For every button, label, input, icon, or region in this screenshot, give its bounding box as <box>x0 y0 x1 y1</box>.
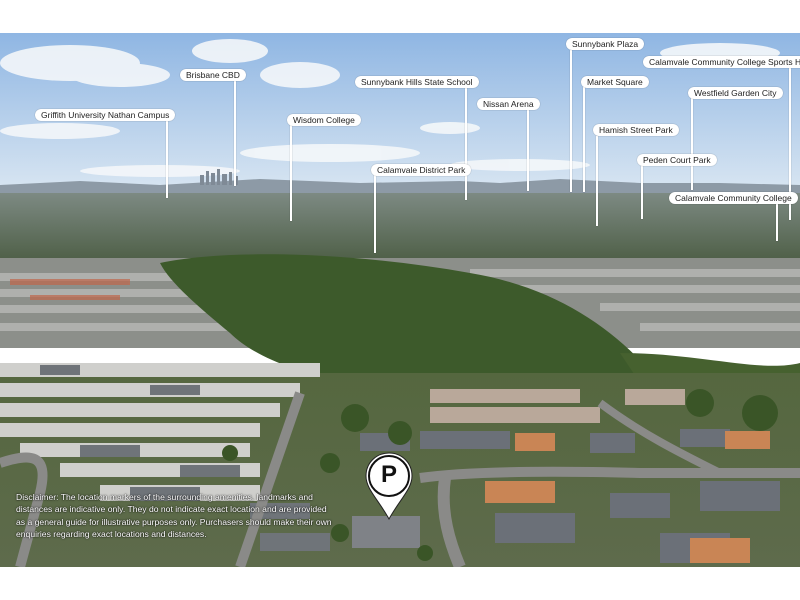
marker-label-calamvale-college: Calamvale Community College <box>669 192 798 204</box>
marker-stem-sunnybank-hills <box>465 87 467 200</box>
marker-label-hamish-street-park: Hamish Street Park <box>593 124 679 136</box>
marker-stem-nissan-arena <box>527 109 529 191</box>
marker-stem-calamvale-district-park <box>374 175 376 253</box>
road-court <box>437 477 466 567</box>
marker-stem-brisbane-cbd <box>234 80 236 186</box>
road-left <box>235 391 305 567</box>
marker-stem-market-square <box>583 87 585 192</box>
mid-suburb-roofs <box>0 269 800 331</box>
marker-label-griffith: Griffith University Nathan Campus <box>35 109 176 121</box>
terracotta-roofs <box>10 279 130 300</box>
city-skyline <box>200 169 238 185</box>
marker-stem-sunnybank-plaza <box>570 50 572 192</box>
marker-stem-calamvale-college <box>776 203 778 241</box>
marker-stem-westfield <box>691 98 693 190</box>
parking-location-pin-icon: P <box>364 451 414 521</box>
marker-stem-sports-hall <box>789 67 791 220</box>
disclaimer-text: Disclaimer: The location markers of the … <box>16 492 332 540</box>
right-houses <box>430 389 685 423</box>
marker-label-sunnybank-hills: Sunnybank Hills State School <box>355 76 479 88</box>
marker-stem-hamish-street-park <box>596 136 598 226</box>
marker-label-calamvale-district-park: Calamvale District Park <box>371 164 472 176</box>
marker-label-peden-court-park: Peden Court Park <box>637 154 717 166</box>
marker-label-nissan-arena: Nissan Arena <box>477 98 540 110</box>
road-cross <box>419 466 800 483</box>
marker-stem-wisdom-college <box>290 125 292 221</box>
marker-label-market-square: Market Square <box>581 76 649 88</box>
marker-stem-peden-court-park <box>641 165 643 219</box>
marker-label-sports-hall: Calamvale Community College Sports Hall <box>643 56 800 68</box>
far-forest <box>0 193 800 263</box>
orange-roofs <box>485 431 770 563</box>
pin-shape <box>365 452 413 521</box>
road-far-left <box>0 452 48 567</box>
road-right <box>597 399 722 477</box>
street-trees <box>222 389 778 561</box>
subject-house-roof <box>352 516 420 548</box>
marker-label-wisdom-college: Wisdom College <box>287 114 361 126</box>
marker-label-sunnybank-plaza: Sunnybank Plaza <box>566 38 645 50</box>
marker-label-westfield: Westfield Garden City <box>688 87 783 99</box>
marker-label-brisbane-cbd: Brisbane CBD <box>180 69 246 81</box>
pin-letter: P <box>380 461 397 488</box>
marker-stem-griffith <box>166 120 168 198</box>
